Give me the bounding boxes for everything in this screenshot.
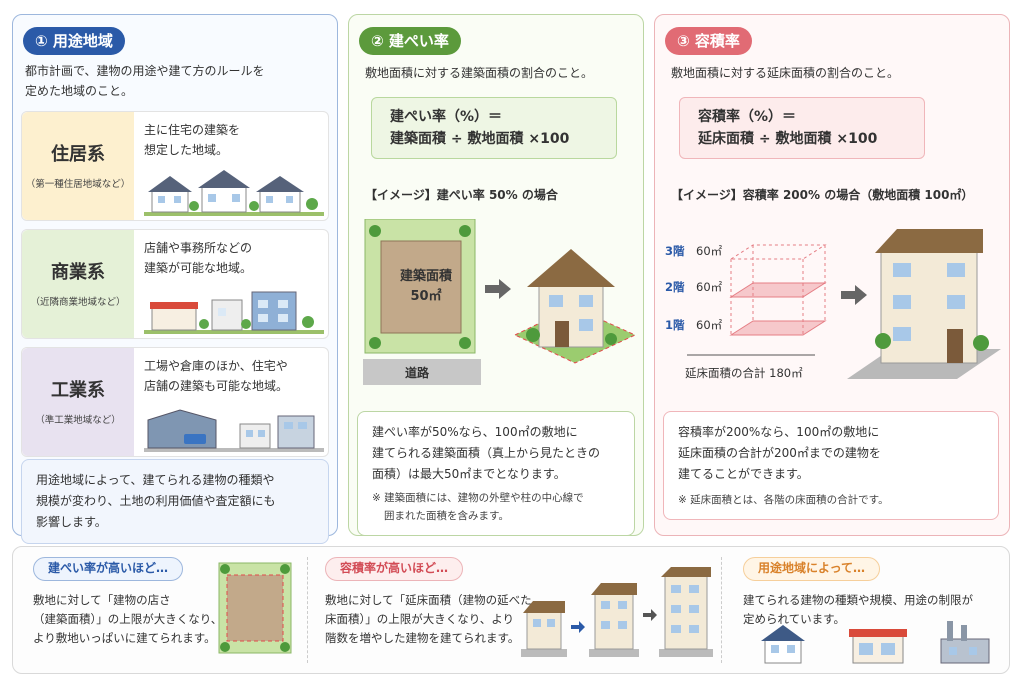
panel-title: ② 建ぺい率 — [359, 27, 461, 55]
factory-illustration — [144, 409, 324, 452]
arrow-icon — [485, 279, 511, 299]
total-floor-area: 延床面積の合計 180㎡ — [685, 366, 803, 380]
zone-name: 住居系 — [51, 144, 105, 165]
zone-name: 商業系 — [51, 262, 105, 283]
floor-stack-diagram — [729, 244, 827, 336]
road-label: 道路 — [405, 366, 430, 380]
zone-desc: 店舗や事務所などの建築が可能な地域。 — [144, 241, 253, 275]
zone-desc: 主に住宅の建築を想定した地域。 — [144, 123, 241, 157]
summary-bar: 建ぺい率が高いほど… 敷地に対して「建物の店さ（建築面積）」の上限が大きくなり、… — [12, 546, 1010, 674]
zoning-pill: 用途地域によって… — [743, 557, 881, 581]
floor-row: 2階 60㎡ — [665, 280, 723, 294]
panel-floor-area-ratio: ③ 容積率 敷地面積に対する延床面積の割合のこと。 容積率（%）＝延床面積 ÷ … — [654, 14, 1010, 536]
panel-desc: 都市計画で、建物の用途や建て方のルールを定めた地域のこと。 — [25, 64, 265, 98]
apartment-illustration — [847, 229, 1001, 379]
zoning-summary: 建てられる建物の種類や規模、用途の制限が定められています。 — [743, 593, 973, 626]
floor-row: 3階 60㎡ — [665, 244, 723, 258]
panel-coverage-ratio: ② 建ぺい率 敷地面積に対する建築面積の割合のこと。 建ぺい率（%）＝建築面積 … — [348, 14, 644, 536]
divider — [307, 557, 308, 663]
houses-illustration — [144, 170, 324, 216]
panel-desc: 敷地面積に対する延床面積の割合のこと。 — [671, 66, 900, 80]
zone-desc: 工場や倉庫のほか、住宅や店舗の建築も可能な地域。 — [144, 359, 289, 393]
floor-row: 1階 60㎡ — [665, 318, 723, 332]
footnote: ※ 延床面積とは、各階の床面積の合計です。 — [678, 494, 889, 506]
arrow-icon — [841, 285, 867, 305]
image-title: 【イメージ】容積率 200% の場合（敷地面積 100㎡） — [671, 188, 974, 202]
far-pill: 容積率が高いほど… — [325, 557, 464, 581]
zone-commercial: 商業系 （近隣商業地域など） 店舗や事務所などの建築が可能な地域。 — [21, 229, 329, 339]
panel-zoning: ① 用途地域 都市計画で、建物の用途や建て方のルールを定めた地域のこと。 住居系… — [12, 14, 338, 544]
panel-title: ③ 容積率 — [665, 27, 752, 55]
buildings-growth-illustration — [521, 567, 713, 657]
building-types-illustration — [761, 621, 990, 664]
shops-illustration — [144, 291, 324, 334]
zone-sub: （第一種住居地域など） — [25, 179, 131, 190]
site-plan — [363, 219, 481, 385]
zone-sub: （近隣商業地域など） — [30, 297, 126, 308]
far-summary: 敷地に対して「延床面積（建物の延べた床面積）」の上限が大きくなり、より階数を増や… — [325, 593, 532, 645]
zone-sub: （準工業地域など） — [35, 415, 121, 426]
zone-name: 工業系 — [51, 380, 105, 401]
zone-residential: 住居系 （第一種住居地域など） 主に住宅の建築を想定した地域。 — [21, 111, 329, 221]
zoning-note: 用途地域によって、建てられる建物の種類や規模が変わり、土地の利用価値や査定額にも… — [21, 459, 329, 544]
formula-box: 建ぺい率（%）＝建築面積 ÷ 敷地面積 ×100 — [371, 97, 617, 159]
footnote: ※ 建築面積には、建物の外壁や柱の中心線で囲まれた面積を含みます。 — [372, 492, 584, 522]
formula-box: 容積率（%）＝延床面積 ÷ 敷地面積 ×100 — [679, 97, 925, 159]
house-illustration — [513, 249, 637, 364]
coverage-summary: 敷地に対して「建物の店さ（建築面積）」の上限が大きくなり、より敷地いっぱいに建て… — [33, 593, 223, 645]
coverage-pill: 建ぺい率が高いほど… — [33, 557, 184, 581]
far-note: 容積率が200%なら、100㎡の敷地に延床面積の合計が200㎡までの建物を建てる… — [663, 411, 999, 520]
site-square-illustration — [218, 562, 292, 654]
divider — [721, 557, 722, 663]
panel-title: ① 用途地域 — [23, 27, 125, 55]
panel-desc: 敷地面積に対する建築面積の割合のこと。 — [365, 66, 594, 80]
zone-industrial: 工業系 （準工業地域など） 工場や倉庫のほか、住宅や店舗の建築も可能な地域。 — [21, 347, 329, 457]
coverage-note: 建ぺい率が50%なら、100㎡の敷地に建てられる建築面積（真上から見たときの面積… — [357, 411, 635, 536]
total-line — [687, 354, 815, 356]
image-title: 【イメージ】建ぺい率 50% の場合 — [365, 188, 558, 202]
